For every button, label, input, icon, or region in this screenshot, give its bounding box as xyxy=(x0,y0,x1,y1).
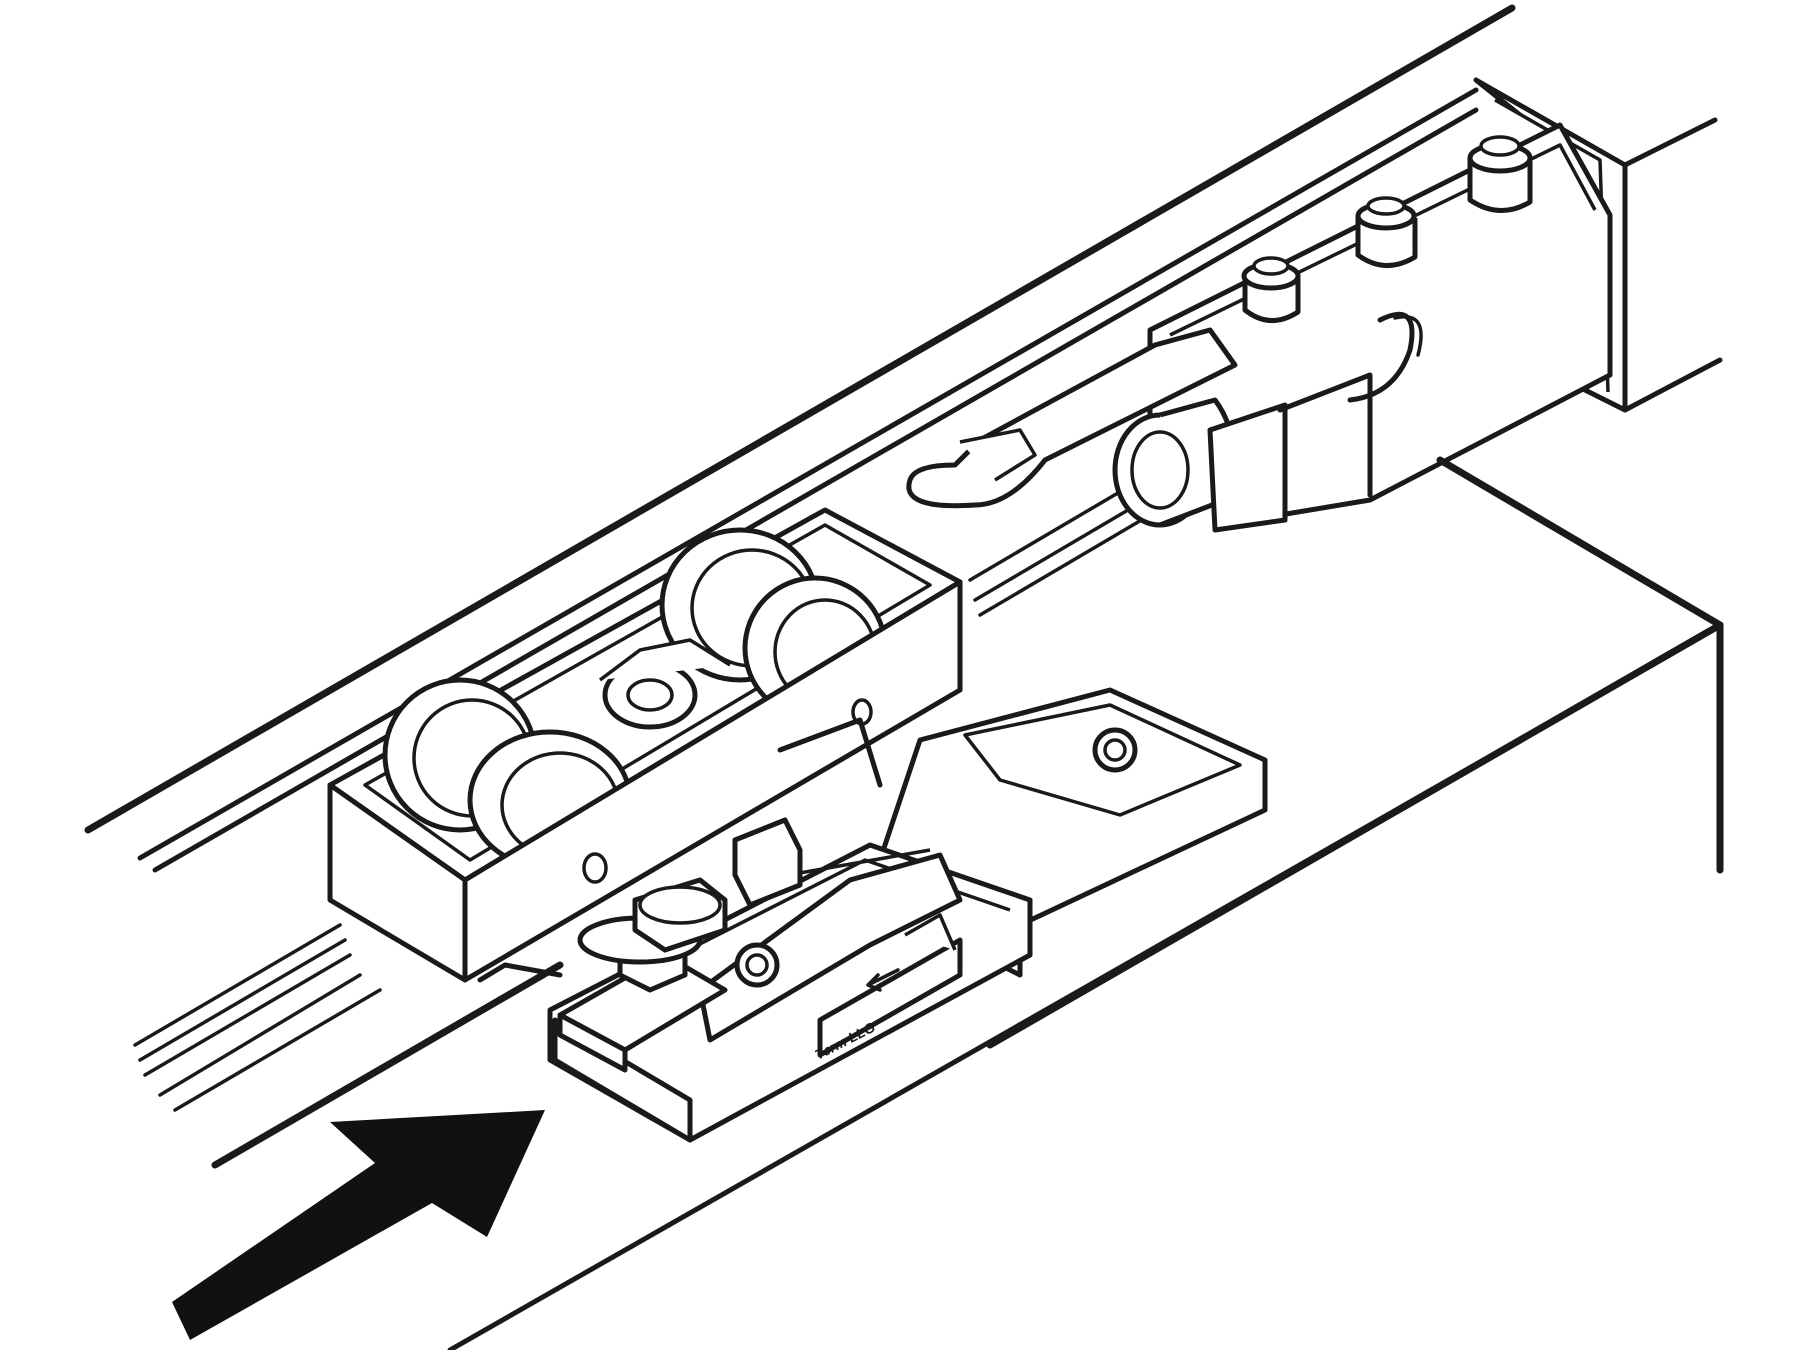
damper-pin xyxy=(1467,135,1533,213)
damper-pin xyxy=(1355,196,1418,268)
arrow-right-up-icon xyxy=(172,1110,545,1340)
carriage-wheel-front xyxy=(382,677,633,871)
door-panel xyxy=(211,456,1724,1350)
door-clip-bracket: Tᴊrm LLG xyxy=(547,687,1268,1143)
screw-icon xyxy=(734,942,780,988)
damper-pin xyxy=(1241,256,1301,323)
direction-mark-icon xyxy=(866,968,900,992)
roller-carriage xyxy=(327,507,963,983)
damper-mechanism xyxy=(906,122,1613,533)
carriage-rivet xyxy=(582,852,608,884)
carriage-axle-boss xyxy=(598,638,731,730)
